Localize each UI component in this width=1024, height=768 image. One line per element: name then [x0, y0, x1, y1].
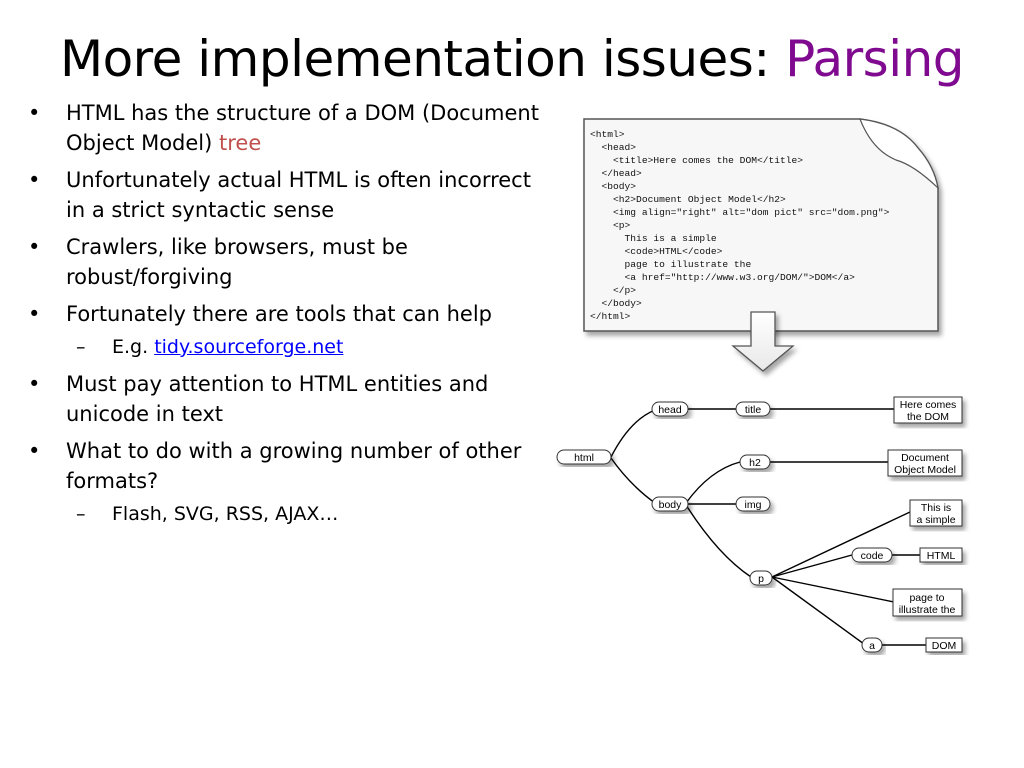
code-line: </html>	[590, 311, 631, 322]
tree-text-nodes: Here comes the DOM Document Object Model…	[887, 396, 963, 653]
text-node-a: DOM	[925, 637, 963, 653]
edge-p-text2	[771, 576, 895, 603]
sub-bullet-dash: –	[76, 336, 86, 358]
text-node-line: Here comes	[900, 399, 957, 411]
edge-body-p	[685, 504, 752, 578]
bullet-text: What to do with a growing number of othe…	[66, 439, 522, 493]
edge-html-head	[610, 409, 656, 458]
bullet-list: • HTML has the structure of a DOM (Docume…	[26, 98, 546, 536]
slide-title: More implementation issues: Parsing	[0, 24, 1024, 94]
code-line: page to illustrate the	[590, 259, 751, 270]
node-a: a	[861, 637, 883, 653]
bullet-text: Crawlers, like browsers, must be robust/…	[66, 235, 408, 289]
bullet-highlight: tree	[219, 131, 262, 155]
down-arrow-icon	[731, 311, 795, 372]
node-label: p	[758, 573, 764, 585]
code-line: <img align="right" alt="dom pict" src="d…	[590, 207, 890, 218]
tree-element-nodes: html head title body h2 img p code	[556, 401, 893, 653]
node-body: body	[651, 496, 689, 512]
bullet-crawlers: • Crawlers, like browsers, must be robust…	[26, 232, 546, 292]
bullet-dom-structure: • HTML has the structure of a DOM (Docume…	[26, 98, 546, 158]
html-source-document: <html> <head> <title>Here comes the DOM<…	[0, 0, 939, 332]
sub-bullet-text: Flash, SVG, RSS, AJAX…	[112, 503, 339, 525]
edge-html-body	[610, 457, 656, 504]
bullet-text: Must pay attention to HTML entities and …	[66, 372, 489, 426]
code-line: This is a simple	[590, 233, 717, 244]
bullet-tools: • Fortunately there are tools that can he…	[26, 299, 546, 329]
bullet-incorrect-html: • Unfortunately actual HTML is often inco…	[26, 165, 546, 225]
edge-p-a	[771, 576, 865, 645]
text-node-p2: page to illustrate the	[892, 588, 963, 617]
document-fold-corner	[859, 118, 939, 190]
node-label: img	[745, 499, 762, 511]
bullet-text: Unfortunately actual HTML is often incor…	[66, 168, 531, 222]
node-label: code	[861, 550, 884, 562]
edge-body-h2	[685, 461, 741, 504]
sub-bullet-text: E.g.	[112, 336, 155, 358]
node-img: img	[735, 496, 771, 512]
bullet-other-formats: • What to do with a growing number of oth…	[26, 436, 546, 496]
bullet-dot: •	[28, 101, 41, 125]
node-label: title	[745, 404, 762, 416]
node-code: code	[851, 547, 893, 563]
node-label: html	[574, 452, 594, 464]
bullet-dot: •	[28, 235, 41, 259]
title-main: More implementation issues:	[59, 30, 786, 88]
text-node-line: the DOM	[907, 411, 949, 423]
text-node-line: illustrate the	[899, 604, 956, 616]
text-node-title: Here comes the DOM	[893, 396, 963, 424]
text-node-line: Object Model	[894, 464, 956, 476]
bullet-entities: • Must pay attention to HTML entities and…	[26, 369, 546, 429]
code-line: <p>	[590, 220, 631, 231]
title-accent: Parsing	[785, 30, 965, 88]
node-title: title	[735, 401, 771, 417]
edge-p-code	[771, 554, 853, 578]
code-line: <code>HTML</code>	[590, 246, 723, 257]
node-label: head	[658, 404, 682, 416]
code-line: </body>	[590, 298, 642, 309]
sub-bullet-formats: – Flash, SVG, RSS, AJAX…	[26, 501, 546, 527]
node-html: html	[556, 449, 612, 465]
code-line: <html>	[590, 129, 625, 140]
text-node-line: a simple	[916, 514, 955, 526]
code-line: </p>	[590, 285, 636, 296]
bullet-text: HTML has the structure of a DOM (Documen…	[66, 101, 539, 155]
code-line: <title>Here comes the DOM</title>	[590, 155, 803, 166]
node-p: p	[749, 570, 773, 586]
bullet-dot: •	[28, 168, 41, 192]
text-node-p1: This is a simple	[909, 499, 963, 527]
bullet-text: Fortunately there are tools that can hel…	[66, 302, 492, 326]
text-node-line: Document	[901, 452, 949, 464]
sub-bullet-tidy: – E.g. tidy.sourceforge.net	[26, 334, 546, 360]
code-line: <body>	[590, 181, 636, 192]
bullet-dot: •	[28, 302, 41, 326]
tree-edges	[610, 408, 926, 646]
tidy-link[interactable]: tidy.sourceforge.net	[154, 336, 344, 358]
text-node-line: HTML	[927, 550, 956, 562]
code-line: <head>	[590, 142, 636, 153]
text-node-line: DOM	[932, 640, 957, 652]
text-node-h2: Document Object Model	[887, 449, 963, 477]
code-line: </head>	[590, 168, 642, 179]
text-node-code: HTML	[919, 547, 963, 563]
code-line: <h2>Document Object Model</h2>	[590, 194, 786, 205]
code-line: <a href="http://www.w3.org/DOM/">DOM</a>	[590, 272, 855, 283]
node-h2: h2	[739, 454, 771, 470]
sub-bullet-dash: –	[76, 503, 86, 525]
node-label: a	[869, 640, 875, 652]
code-block: <html> <head> <title>Here comes the DOM<…	[0, 0, 930, 322]
text-node-line: page to	[909, 592, 944, 604]
bullet-dot: •	[28, 372, 41, 396]
node-label: body	[659, 499, 683, 511]
edge-p-text1	[771, 511, 911, 578]
node-label: h2	[749, 457, 761, 469]
bullet-dot: •	[28, 439, 41, 463]
node-head: head	[651, 401, 689, 417]
text-node-line: This is	[921, 502, 951, 514]
